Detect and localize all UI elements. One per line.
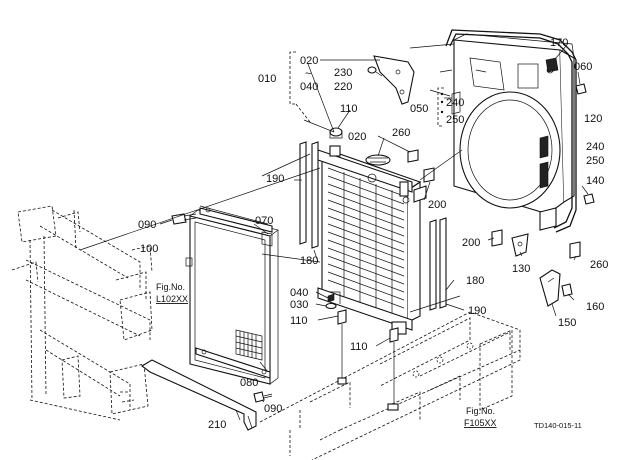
- rubber-block-260-top: [407, 149, 419, 163]
- bottom-bracket-080: [195, 347, 271, 379]
- fig-ref-l102xx-title: Fig.No.: [156, 282, 185, 292]
- leader-lines: [79, 43, 589, 421]
- label-210: 210: [208, 419, 226, 431]
- bolt-090-lower: [253, 391, 273, 403]
- washer-040: [327, 293, 335, 303]
- label-240-right: 240: [586, 141, 604, 153]
- label-200-top: 200: [428, 199, 446, 211]
- label-140: 140: [586, 175, 604, 187]
- label-030: 030: [290, 299, 308, 311]
- label-070: 070: [255, 215, 273, 227]
- fig-ref-f105xx-code: F105XX: [464, 418, 497, 428]
- rubber-block-260-low: [569, 241, 581, 259]
- label-120: 120: [584, 113, 602, 125]
- cushion-110-low: [389, 327, 399, 406]
- label-110-mid: 110: [290, 315, 308, 327]
- label-010: 010: [258, 73, 276, 85]
- fig-ref-f105xx[interactable]: Fig.No. F105XX: [464, 406, 497, 428]
- radiator-cap-020: [365, 154, 391, 166]
- label-250-left: 250: [446, 114, 464, 126]
- label-050: 050: [410, 103, 428, 115]
- label-190-right: 190: [468, 305, 486, 317]
- label-250-right: 250: [586, 155, 604, 167]
- label-020: 020: [348, 131, 366, 143]
- label-200-low: 200: [462, 237, 480, 249]
- bracket-130: [511, 233, 529, 257]
- bracket-150: [539, 269, 561, 307]
- shroud-lower-stay: [539, 207, 557, 231]
- label-160: 160: [586, 301, 604, 313]
- label-260-low: 260: [590, 259, 608, 271]
- bracket-220: [373, 55, 415, 105]
- seal-strip-180-left: [311, 141, 319, 249]
- fig-ref-f105xx-title: Fig.No.: [466, 406, 495, 416]
- label-180-right: 180: [466, 275, 484, 287]
- label-110-low: 110: [350, 341, 368, 353]
- label-230: 230: [334, 67, 352, 79]
- label-040: 040: [290, 287, 308, 299]
- rod-210: [141, 359, 257, 431]
- label-020-range: 020: [300, 55, 318, 67]
- seal-strip-190: [299, 141, 307, 245]
- fig-ref-l102xx[interactable]: Fig.No. L102XX: [156, 282, 188, 304]
- label-170: 170: [550, 37, 568, 49]
- mount-bushing: [337, 377, 347, 385]
- drawing-id: TD140-015-11: [534, 421, 582, 430]
- screen-mesh: [235, 329, 263, 361]
- mount-bushing-right: [387, 403, 399, 411]
- label-range-tilde: ~: [305, 68, 311, 80]
- label-260-top: 260: [392, 127, 410, 139]
- label-180-left: 180: [300, 255, 318, 267]
- bolt-090-upper: [171, 213, 197, 225]
- group-brace-010: [289, 51, 311, 123]
- label-080: 080: [240, 377, 258, 389]
- label-090-upper: 090: [138, 219, 156, 231]
- label-060: 060: [574, 61, 592, 73]
- fig-ref-l102xx-code: L102XX: [156, 294, 188, 304]
- cushion-110-mid: [337, 309, 347, 325]
- label-100: 100: [140, 243, 158, 255]
- label-040-range: 040: [300, 81, 318, 93]
- label-110-top: 110: [340, 103, 358, 115]
- bolt-140: [583, 193, 595, 205]
- label-090-lower: 090: [264, 403, 282, 415]
- bolt-230: [367, 66, 377, 74]
- washer-030: [325, 302, 337, 310]
- seal-strip-180-right: [429, 219, 437, 311]
- rubber-block-200-top: [423, 167, 435, 183]
- label-150: 150: [558, 317, 576, 329]
- group-brace-050: [437, 87, 444, 127]
- rubber-block-200-low: [491, 229, 503, 247]
- label-130: 130: [512, 263, 530, 275]
- bolt-060: [575, 83, 587, 95]
- label-190-left: 190: [266, 173, 284, 185]
- top-bracket-070: [199, 207, 273, 247]
- seal-strip-190-right: [439, 217, 447, 309]
- radiator-core: [317, 145, 427, 335]
- clip-170: [545, 57, 559, 73]
- label-220: 220: [334, 81, 352, 93]
- fan-shroud-120: [453, 33, 575, 215]
- part-number-labels: 020 ~ 040 010 230 220 110 020 050 240 25…: [138, 37, 608, 431]
- shroud-seal-strip: [451, 91, 549, 189]
- frame-assembly: [11, 205, 153, 421]
- shroud-edge-trim: [445, 29, 577, 233]
- label-240-left: 240: [446, 97, 464, 109]
- bolt-160: [561, 283, 573, 297]
- lower-frame-rail: [259, 311, 521, 460]
- cushion-110-top: [329, 127, 343, 139]
